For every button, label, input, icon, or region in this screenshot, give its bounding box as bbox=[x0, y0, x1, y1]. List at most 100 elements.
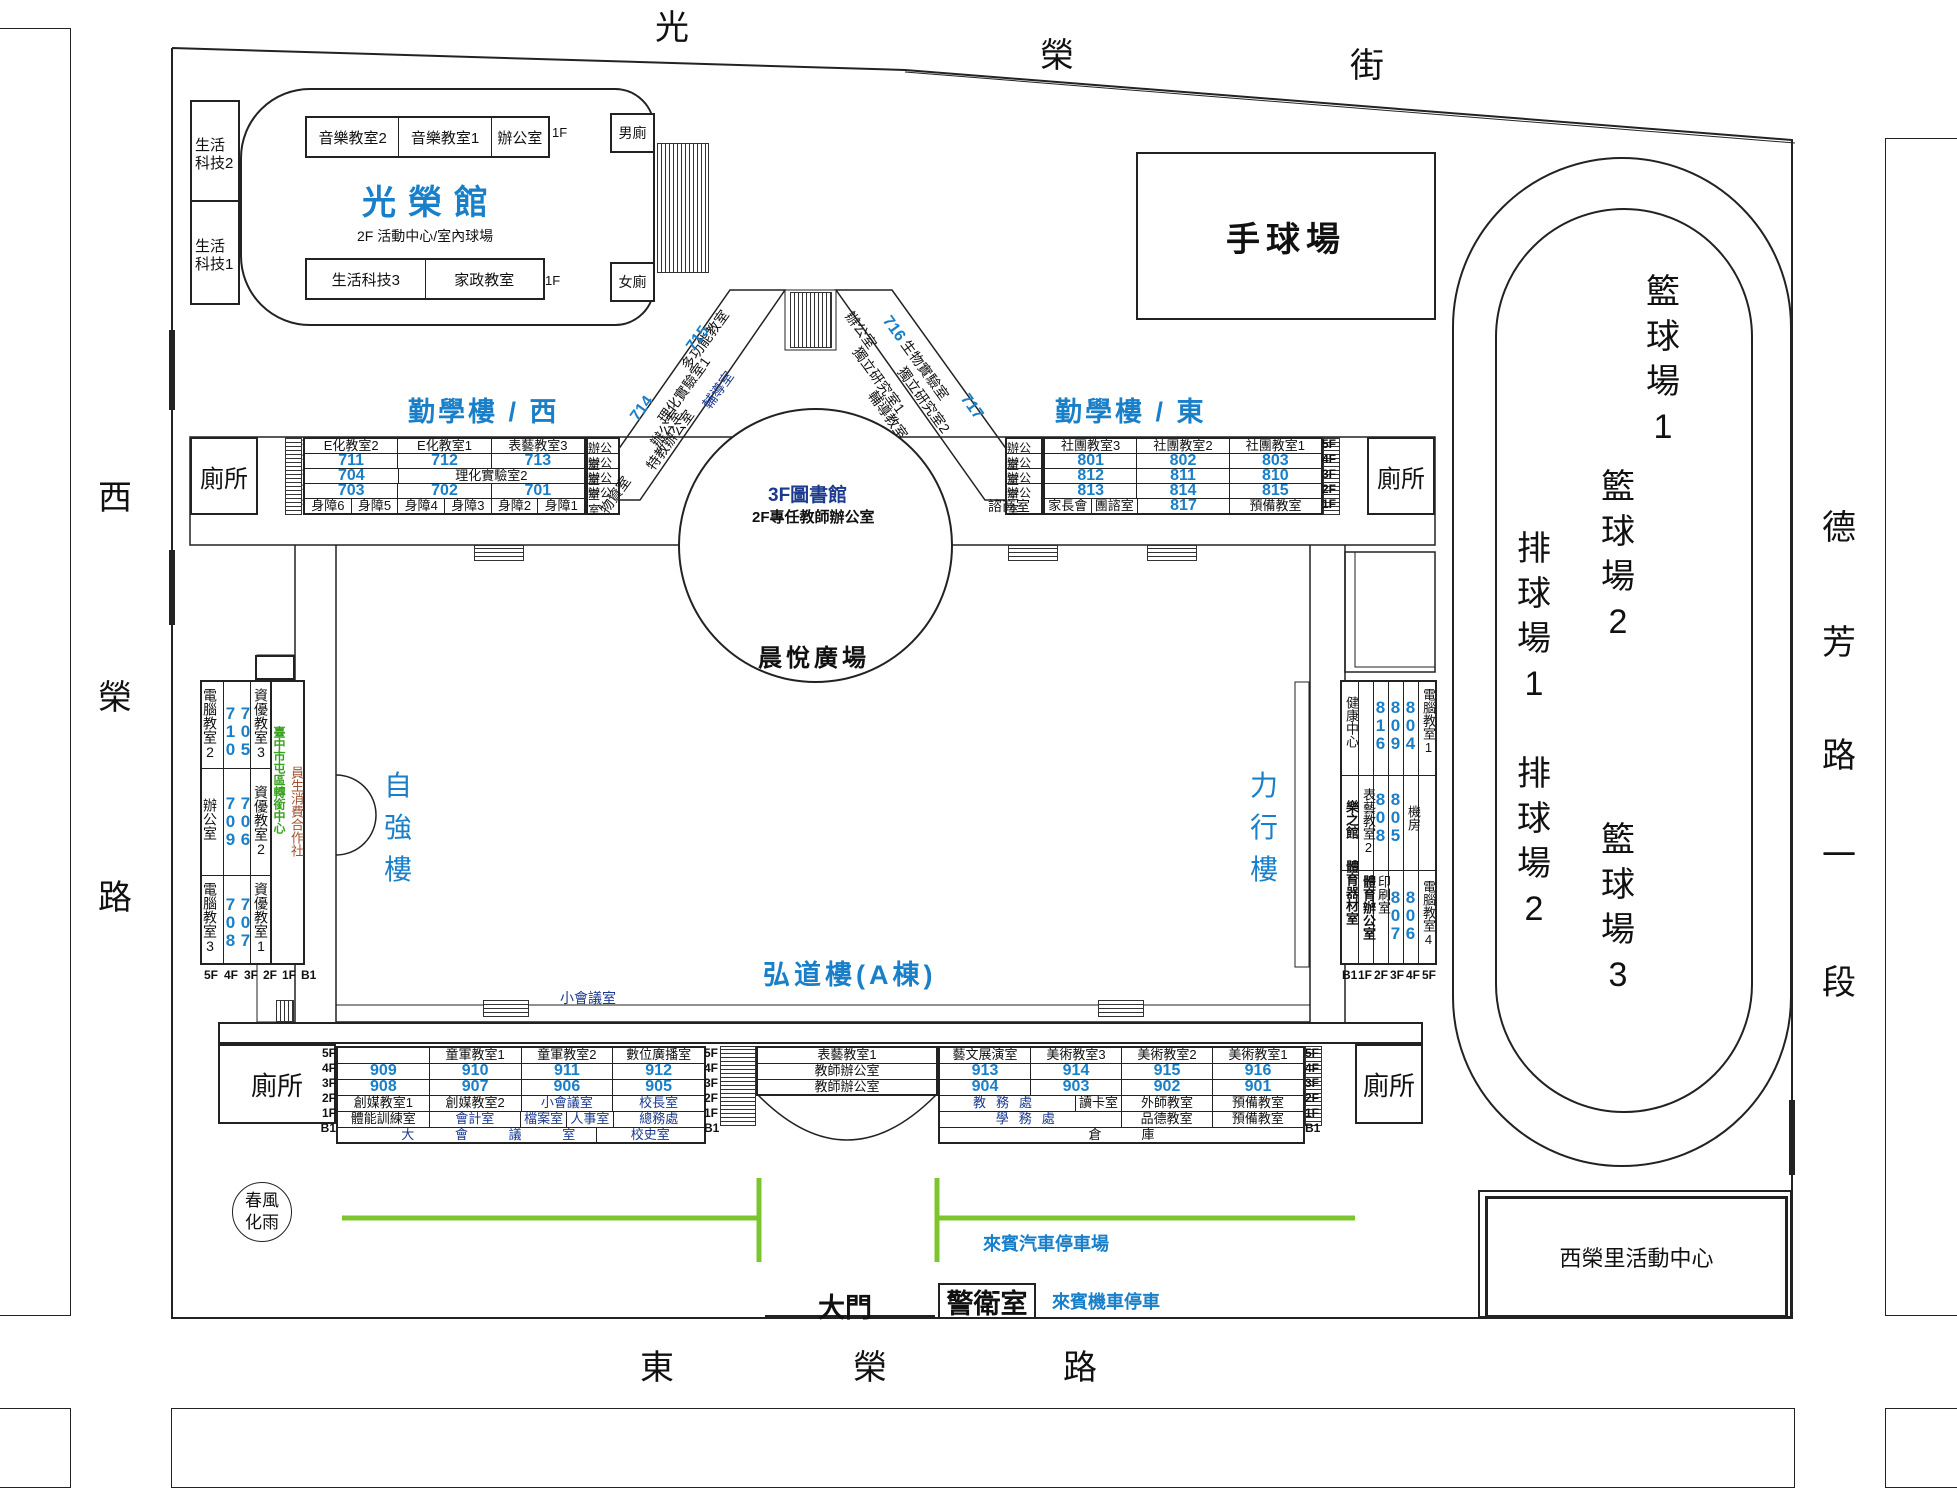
music-room-1: 音樂教室1 bbox=[399, 118, 492, 156]
track-inner bbox=[1495, 208, 1753, 1113]
street-char: 段 bbox=[1822, 963, 1856, 1003]
stairs bbox=[1147, 545, 1197, 561]
divider bbox=[1340, 775, 1437, 776]
stairs bbox=[276, 1000, 294, 1022]
west-offices: 辦公室辦公室辦公室辦公室 bbox=[586, 437, 620, 517]
divider bbox=[190, 200, 240, 202]
stairs bbox=[474, 545, 524, 561]
room-710: 710 bbox=[221, 704, 240, 758]
room-708: 708 bbox=[221, 895, 240, 949]
divider bbox=[1340, 870, 1437, 871]
room-808: 808 bbox=[1371, 790, 1390, 844]
guard-room: 警衛室 bbox=[938, 1283, 1036, 1319]
neighbor-block-west bbox=[0, 28, 71, 1316]
hall-left-annex bbox=[190, 100, 240, 305]
center-stairs bbox=[790, 292, 832, 348]
divider bbox=[1358, 680, 1359, 965]
stairs bbox=[285, 437, 302, 515]
home-ec-room: 家政教室 bbox=[454, 271, 515, 289]
xirong-activity-center: 西榮里活動中心 bbox=[1485, 1196, 1788, 1318]
room-709: 709 bbox=[221, 794, 240, 848]
sports-equipment-room: 體育器材室 bbox=[1344, 860, 1359, 925]
room-707: 707 bbox=[236, 895, 255, 949]
hall-stairs bbox=[657, 143, 709, 273]
divider bbox=[200, 875, 305, 876]
qinxue-west-title: 勤學樓 / 西 bbox=[408, 397, 560, 427]
room-806: 806 bbox=[1401, 888, 1420, 942]
hall-top-rooms: 音樂教室2 音樂教室1 辦公室 bbox=[305, 116, 550, 158]
consulting-room: 諮商室 bbox=[988, 498, 1030, 514]
east-offices: 辦公室辦公室辦公室辦公室 bbox=[1005, 437, 1043, 517]
street-char: 一 bbox=[1822, 836, 1856, 876]
street-char: 榮 bbox=[1040, 36, 1074, 76]
south-center-block: 表藝教室1 教師辦公室 教師辦公室 bbox=[756, 1046, 938, 1096]
divider bbox=[1418, 680, 1419, 965]
south-corridor bbox=[218, 1022, 1423, 1044]
street-char: 光 bbox=[655, 8, 689, 48]
computer-room-3: 電腦教室3 bbox=[202, 882, 218, 954]
ziqiang-building: 自強樓 bbox=[383, 770, 412, 885]
room-706: 706 bbox=[236, 794, 255, 848]
consumer-coop: 員生消費合作社 bbox=[289, 766, 304, 857]
stairs bbox=[1008, 545, 1058, 561]
health-center: 健康中心 bbox=[1344, 696, 1359, 748]
floor-label: 1F bbox=[545, 273, 561, 288]
street-char: 西 bbox=[98, 478, 132, 518]
street-char: 東 bbox=[640, 1348, 674, 1388]
room-807: 807 bbox=[1386, 888, 1405, 942]
street-char: 德 bbox=[1822, 508, 1856, 548]
hall-subtitle: 2F 活動中心/室內球場 bbox=[357, 228, 494, 244]
computer-room-1: 電腦教室1 bbox=[1421, 688, 1436, 755]
computer-room-2: 電腦教室2 bbox=[202, 688, 218, 760]
hall-title: 光榮館 bbox=[362, 184, 500, 222]
lixing-building: 力行樓 bbox=[1249, 770, 1278, 885]
divider bbox=[223, 680, 224, 965]
music-room-2: 音樂教室2 bbox=[307, 118, 400, 156]
qinxue-east-title: 勤學樓 / 東 bbox=[1055, 397, 1207, 427]
handball-court: 手球場 bbox=[1136, 152, 1436, 320]
main-gate[interactable]: 大門 bbox=[818, 1293, 872, 1323]
room-816: 816 bbox=[1371, 698, 1390, 752]
divider bbox=[1373, 680, 1374, 965]
spring-breeze-sculpture: 春風 化雨 bbox=[232, 1182, 292, 1242]
street-char: 街 bbox=[1350, 46, 1384, 86]
office: 辦公室 bbox=[202, 798, 218, 840]
restroom-east: 廁所 bbox=[1367, 437, 1435, 515]
gifted-room-1: 資優教室1 bbox=[253, 882, 269, 954]
pe-office: 體育辦公室 bbox=[1361, 875, 1376, 940]
transition-center: 臺中市屯區轉銜中心 bbox=[272, 726, 286, 834]
street-char: 榮 bbox=[98, 678, 132, 718]
music-hall: 樂之館 bbox=[1344, 800, 1359, 839]
machine-room: 機房 bbox=[1406, 805, 1421, 831]
divider bbox=[250, 680, 251, 965]
stairs bbox=[483, 1000, 529, 1017]
guest-motorcycle-parking: 來賓機車停車 bbox=[1052, 1292, 1160, 1312]
room-805: 805 bbox=[1386, 790, 1405, 844]
gifted-room-3: 資優教室3 bbox=[253, 688, 269, 760]
divider bbox=[1403, 680, 1404, 965]
performing-arts-room-2: 表藝教室2 bbox=[1361, 788, 1376, 855]
small-meeting-room: 小會議室 bbox=[560, 990, 616, 1006]
living-tech-1: 生活 科技1 bbox=[195, 238, 234, 273]
womens-restroom: 女廁 bbox=[610, 262, 655, 302]
neighbor-block-east bbox=[1885, 138, 1957, 1316]
print-room: 印刷室 bbox=[1376, 875, 1391, 914]
teacher-office-label: 2F專任教師辦公室 bbox=[752, 509, 875, 526]
stairs bbox=[720, 1046, 756, 1126]
divider bbox=[200, 768, 305, 769]
stairs bbox=[1098, 1000, 1144, 1017]
